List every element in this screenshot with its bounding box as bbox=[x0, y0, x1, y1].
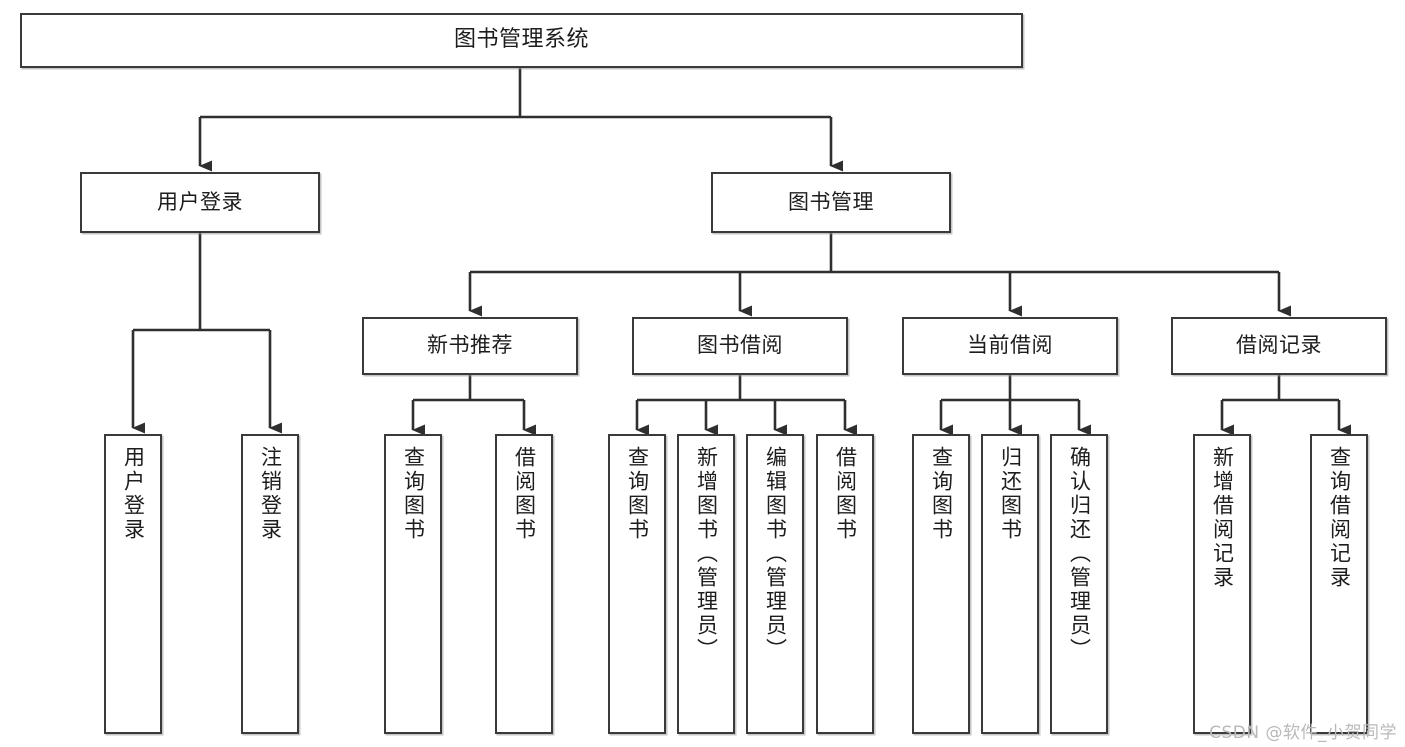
leaf-borrow-book-2[interactable]: 借阅图书 bbox=[816, 434, 874, 734]
leaf-return-book-label: 归还图书 bbox=[998, 446, 1023, 542]
node-current-borrow[interactable]: 当前借阅 bbox=[902, 317, 1118, 375]
leaf-add-record[interactable]: 新增借阅记录 bbox=[1193, 434, 1251, 734]
leaf-query-book-2-label: 查询图书 bbox=[625, 446, 650, 542]
node-user-login-label: 用户登录 bbox=[157, 189, 243, 214]
node-borrow-record-label: 借阅记录 bbox=[1236, 333, 1322, 358]
leaf-add-book-label: 新增图书（管理员） bbox=[694, 446, 719, 662]
node-borrow-record[interactable]: 借阅记录 bbox=[1171, 317, 1387, 375]
leaf-borrow-book-1-label: 借阅图书 bbox=[512, 446, 537, 542]
node-book-borrow[interactable]: 图书借阅 bbox=[632, 317, 848, 375]
leaf-query-book-1-label: 查询图书 bbox=[401, 446, 426, 542]
node-book-manage-label: 图书管理 bbox=[788, 189, 874, 214]
leaf-user-logout[interactable]: 注销登录 bbox=[241, 434, 299, 734]
node-book-borrow-label: 图书借阅 bbox=[697, 333, 783, 358]
node-user-login[interactable]: 用户登录 bbox=[80, 172, 320, 233]
leaf-query-book-1[interactable]: 查询图书 bbox=[384, 434, 442, 734]
node-book-manage[interactable]: 图书管理 bbox=[711, 172, 951, 233]
leaf-user-login-label: 用户登录 bbox=[121, 446, 146, 542]
leaf-edit-book-label: 编辑图书（管理员） bbox=[763, 446, 788, 662]
node-new-book-recommend[interactable]: 新书推荐 bbox=[362, 317, 578, 375]
leaf-query-book-3-label: 查询图书 bbox=[929, 446, 954, 542]
leaf-query-book-2[interactable]: 查询图书 bbox=[608, 434, 666, 734]
leaf-query-record[interactable]: 查询借阅记录 bbox=[1310, 434, 1368, 734]
leaf-borrow-book-1[interactable]: 借阅图书 bbox=[495, 434, 553, 734]
node-root[interactable]: 图书管理系统 bbox=[20, 13, 1023, 68]
leaf-query-record-label: 查询借阅记录 bbox=[1327, 446, 1352, 590]
leaf-confirm-return-label: 确认归还（管理员） bbox=[1067, 446, 1092, 662]
leaf-edit-book[interactable]: 编辑图书（管理员） bbox=[746, 434, 804, 734]
leaf-add-record-label: 新增借阅记录 bbox=[1210, 446, 1235, 590]
leaf-user-login[interactable]: 用户登录 bbox=[104, 434, 162, 734]
node-new-book-recommend-label: 新书推荐 bbox=[427, 333, 513, 358]
leaf-borrow-book-2-label: 借阅图书 bbox=[833, 446, 858, 542]
node-root-label: 图书管理系统 bbox=[453, 27, 589, 53]
leaf-user-logout-label: 注销登录 bbox=[258, 446, 283, 542]
csdn-watermark: CSDN @软件_小贺同学 bbox=[1209, 723, 1397, 743]
leaf-confirm-return[interactable]: 确认归还（管理员） bbox=[1050, 434, 1108, 734]
leaf-return-book[interactable]: 归还图书 bbox=[981, 434, 1039, 734]
node-current-borrow-label: 当前借阅 bbox=[967, 333, 1053, 358]
leaf-add-book[interactable]: 新增图书（管理员） bbox=[677, 434, 735, 734]
leaf-query-book-3[interactable]: 查询图书 bbox=[912, 434, 970, 734]
